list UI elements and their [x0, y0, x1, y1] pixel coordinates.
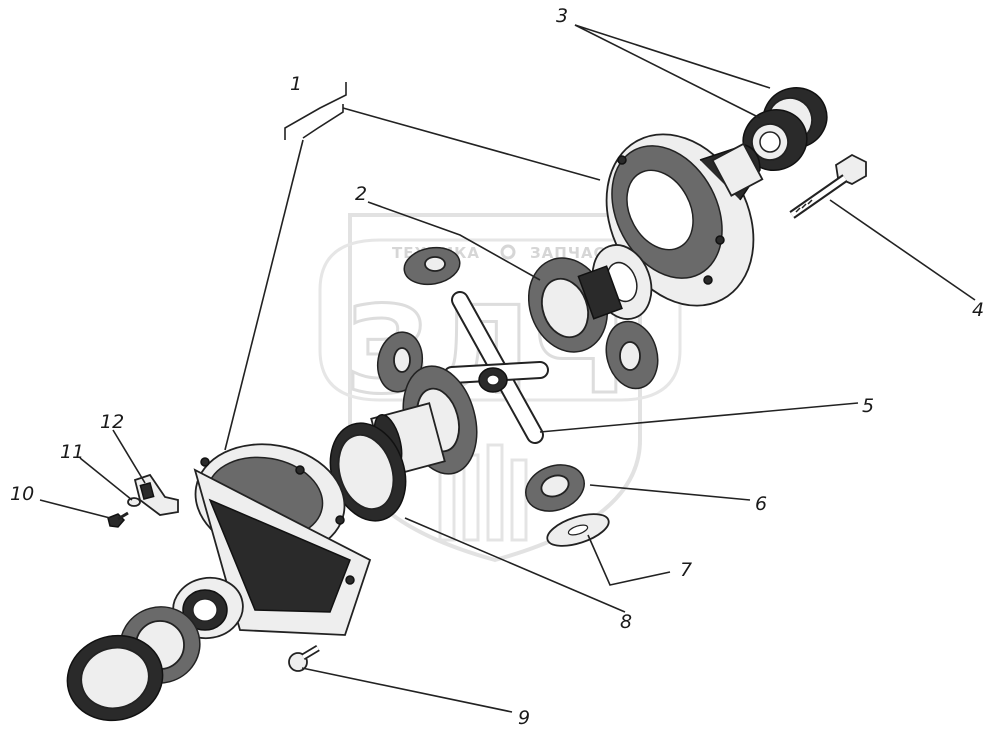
leader-1-lower: [224, 139, 304, 451]
callout-6: 6: [755, 493, 767, 515]
leader-3b: [574, 24, 761, 119]
callout-12: 12: [100, 411, 124, 433]
bolt-10: [107, 511, 129, 528]
callout-4: 4: [972, 299, 984, 321]
lock-plate-12: [133, 473, 179, 516]
leader-8: [404, 517, 626, 613]
callout-9: 9: [518, 707, 530, 729]
bearing-lower: [66, 606, 201, 722]
callout-8: 8: [620, 611, 632, 633]
callout-11: 11: [60, 441, 84, 463]
callout-3: 3: [556, 5, 568, 27]
leader-1-upper: [342, 107, 601, 181]
leader-4: [829, 199, 976, 301]
satellite-gear-right: [605, 320, 659, 390]
bolt-4: [789, 153, 867, 219]
watermark-bars: [438, 443, 528, 542]
callout-2: 2: [355, 183, 367, 205]
leader-2: [367, 201, 541, 281]
watermark-frame: [318, 238, 682, 402]
leader-1-bracket: [284, 82, 347, 140]
thrust-washer-8: [329, 422, 407, 522]
callouts: 1 2 3 4 5 6 7 8 9 10 11 12: [10, 5, 984, 729]
leader-3a: [574, 24, 771, 89]
leader-7: [587, 534, 671, 586]
callout-1: 1: [290, 73, 302, 95]
leader-10: [39, 499, 111, 519]
washer-7: [546, 513, 610, 547]
leader-6: [589, 484, 751, 501]
callout-5: 5: [862, 395, 874, 417]
leader-12: [112, 429, 146, 484]
bolt-9: [288, 644, 320, 672]
callout-7: 7: [680, 559, 692, 581]
leader-9: [301, 667, 513, 713]
side-gear-2: [527, 244, 653, 353]
leader-lines: [39, 24, 976, 713]
leader-5: [539, 402, 859, 433]
leader-11: [79, 457, 133, 501]
spider-cross-5: [443, 291, 549, 444]
callout-10: 10: [10, 483, 34, 505]
satellite-gear-6: [525, 464, 585, 512]
satellite-gear-upper: [403, 246, 461, 286]
gear-star-icon: [500, 244, 516, 260]
